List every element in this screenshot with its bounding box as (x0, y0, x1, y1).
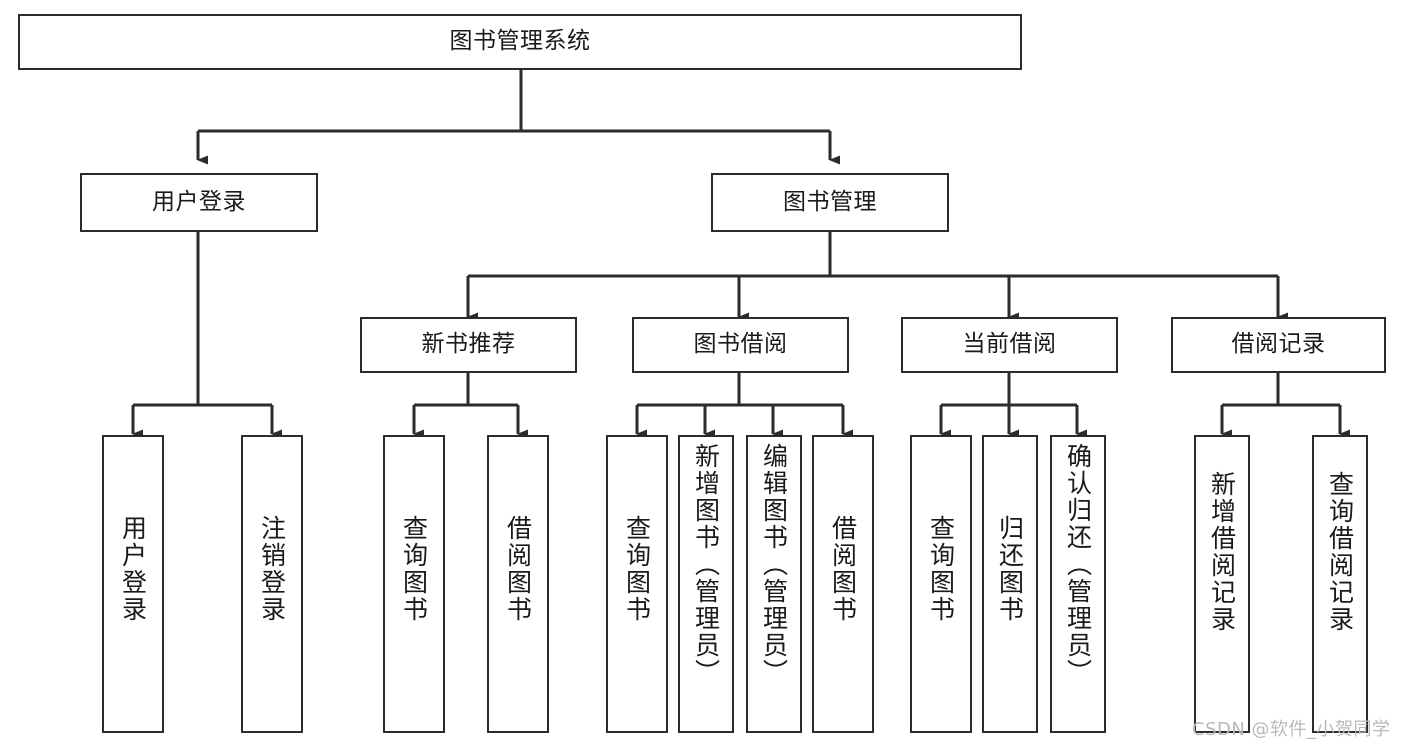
node-label: 当前借阅 (962, 331, 1057, 358)
leaf-borrow-book-borrow[interactable]: 借阅图书 (812, 435, 874, 733)
node-borrow-record[interactable]: 借阅记录 (1171, 317, 1386, 373)
node-label: 借阅图书 (503, 515, 533, 623)
leaf-query-borrow-record[interactable]: 查询借阅记录 (1312, 435, 1368, 733)
leaf-query-book-borrow[interactable]: 查询图书 (606, 435, 668, 733)
leaf-query-book-recommend[interactable]: 查询图书 (383, 435, 445, 733)
node-label: 归还图书 (995, 515, 1025, 623)
node-label: 查询借阅记录 (1325, 471, 1355, 633)
node-label: 图书管理 (783, 188, 877, 215)
leaf-logout-login[interactable]: 注销登录 (241, 435, 303, 733)
node-label: 查询图书 (622, 515, 652, 623)
node-label: 用户登录 (118, 515, 148, 623)
node-label: 查询图书 (399, 515, 429, 623)
csdn-watermark: CSDN @软件_小贺同学 (1192, 719, 1391, 740)
leaf-confirm-return-admin[interactable]: 确认归还（管理员） (1050, 435, 1106, 733)
node-label: 借阅图书 (828, 515, 858, 623)
leaf-edit-book-admin[interactable]: 编辑图书（管理员） (746, 435, 802, 733)
node-label: 编辑图书（管理员） (759, 443, 789, 686)
node-label: 图书管理系统 (449, 28, 591, 55)
node-label: 新书推荐 (421, 331, 516, 358)
node-new-book-recommend[interactable]: 新书推荐 (360, 317, 577, 373)
leaf-add-book-admin[interactable]: 新增图书（管理员） (678, 435, 734, 733)
node-book-borrow[interactable]: 图书借阅 (632, 317, 849, 373)
leaf-add-borrow-record[interactable]: 新增借阅记录 (1194, 435, 1250, 733)
node-label: 确认归还（管理员） (1063, 443, 1093, 686)
leaf-borrow-book-recommend[interactable]: 借阅图书 (487, 435, 549, 733)
node-label: 用户登录 (152, 188, 246, 215)
node-current-borrow[interactable]: 当前借阅 (901, 317, 1118, 373)
node-label: 图书借阅 (693, 331, 788, 358)
node-label: 新增借阅记录 (1207, 471, 1237, 633)
node-label: 查询图书 (926, 515, 956, 623)
leaf-user-login[interactable]: 用户登录 (102, 435, 164, 733)
node-user-login[interactable]: 用户登录 (80, 173, 318, 232)
node-book-management-system[interactable]: 图书管理系统 (18, 14, 1022, 70)
node-label: 借阅记录 (1231, 331, 1326, 358)
leaf-return-book[interactable]: 归还图书 (982, 435, 1038, 733)
node-label: 注销登录 (257, 515, 287, 623)
leaf-query-book-current[interactable]: 查询图书 (910, 435, 972, 733)
node-book-management[interactable]: 图书管理 (711, 173, 949, 232)
node-label: 新增图书（管理员） (691, 443, 721, 686)
